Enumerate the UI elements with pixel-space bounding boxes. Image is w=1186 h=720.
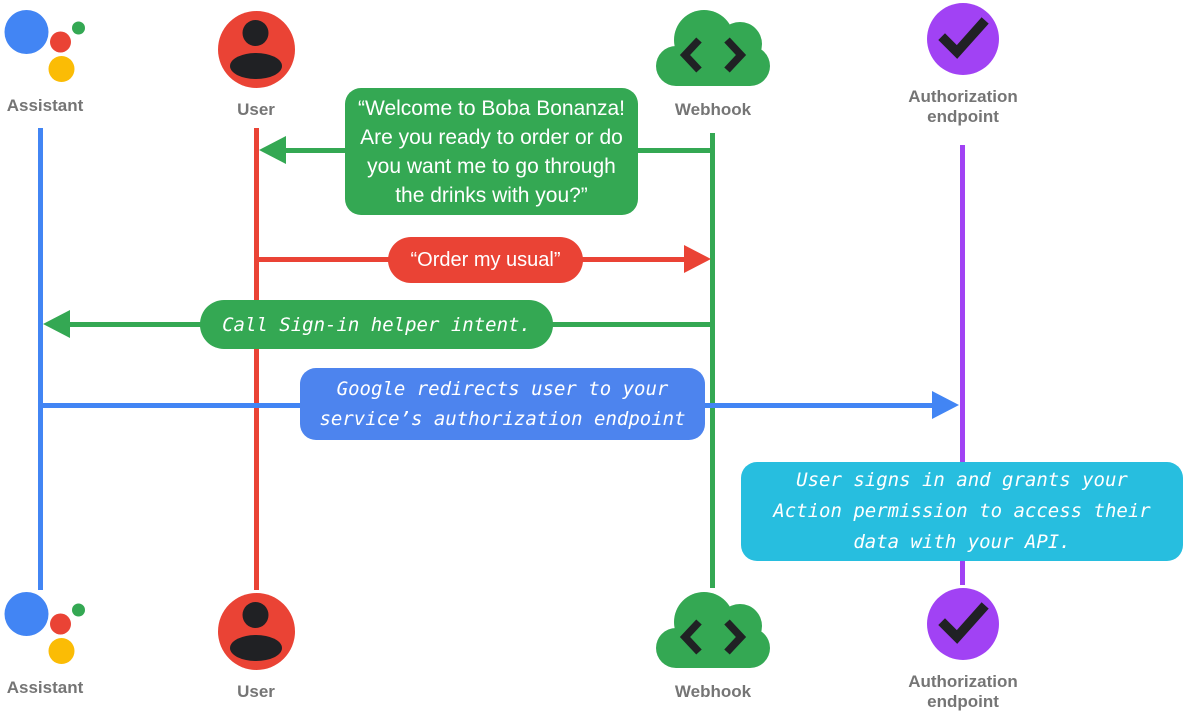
user-icon [217, 11, 295, 88]
message-redirect-text: Google redirects user to your service’s … [319, 378, 686, 430]
actor-authorization-endpoint-top: Authorization endpoint [898, 3, 1028, 127]
cloud-code-icon [656, 10, 770, 86]
actor-label-assistant: Assistant [6, 678, 84, 697]
message-welcome-text: “Welcome to Boba Bonanza! Are you ready … [358, 96, 625, 207]
message-grant: User signs in and grants your Action per… [741, 462, 1183, 561]
webhook-lifeline [710, 133, 715, 588]
actor-assistant-top: Assistant [0, 10, 105, 116]
arrow-redirect-head-right-icon [932, 391, 959, 419]
arrow-signin-head-left-icon [43, 310, 70, 338]
arrow-order-head-right-icon [684, 245, 711, 273]
message-welcome: “Welcome to Boba Bonanza! Are you ready … [345, 88, 638, 215]
message-order: “Order my usual” [388, 237, 583, 283]
google-assistant-icon [4, 10, 85, 82]
actor-webhook-top: Webhook [656, 8, 770, 120]
message-order-text: “Order my usual” [410, 248, 561, 271]
arrow-welcome-head-left-icon [259, 136, 286, 164]
authorization-endpoint-lifeline [960, 145, 965, 585]
actor-user-top: User [196, 11, 316, 120]
cloud-code-icon [656, 592, 770, 668]
actor-label-assistant: Assistant [6, 96, 84, 115]
google-assistant-icon [4, 592, 85, 664]
message-grant-text: User signs in and grants your Action per… [773, 469, 1151, 553]
checkmark-circle-icon [927, 588, 999, 660]
user-icon [217, 593, 295, 670]
actor-label-authorization-endpoint: Authorization endpoint [908, 672, 1018, 711]
actor-label-webhook: Webhook [674, 682, 752, 701]
message-signin: Call Sign-in helper intent. [200, 300, 553, 349]
actor-label-user: User [237, 100, 275, 119]
actor-webhook-bottom: Webhook [656, 590, 770, 702]
user-lifeline [254, 128, 259, 590]
actor-label-authorization-endpoint: Authorization endpoint [908, 87, 1018, 126]
checkmark-circle-icon [927, 3, 999, 75]
actor-assistant-bottom: Assistant [0, 592, 105, 698]
message-signin-text: Call Sign-in helper intent. [222, 313, 531, 336]
actor-authorization-endpoint-bottom: Authorization endpoint [898, 588, 1028, 712]
assistant-lifeline [38, 128, 43, 590]
actor-user-bottom: User [196, 593, 316, 702]
message-redirect: Google redirects user to your service’s … [300, 368, 705, 440]
actor-label-webhook: Webhook [674, 100, 752, 119]
actor-label-user: User [237, 682, 275, 701]
